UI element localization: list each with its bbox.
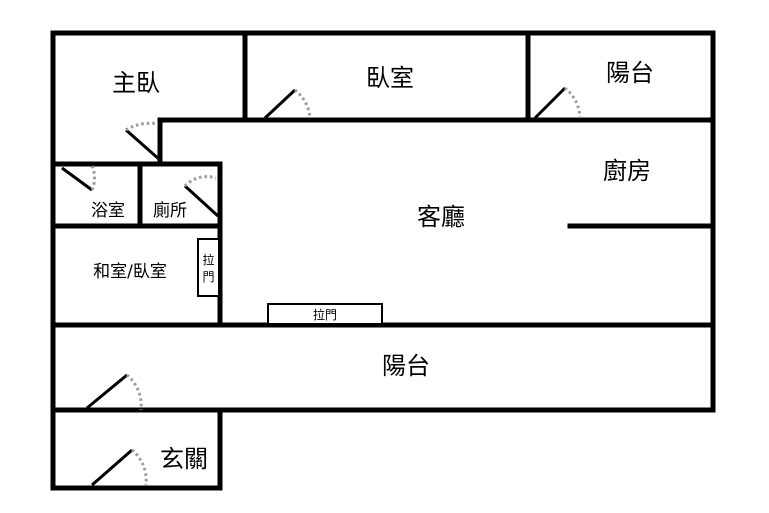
door-entrance [91,448,148,487]
sliding-door-label-top: 拉 [202,252,214,267]
sliding-door-living-room: 拉門 [267,303,383,325]
room-label-master-bedroom: 主臥 [112,69,160,97]
room-label-balcony-bottom: 陽台 [382,352,430,380]
door-bedroom [263,88,312,120]
room-label-bathroom: 浴室 [91,201,125,221]
room-label-toilet: 廁所 [153,200,187,221]
room-label-living-room: 客廳 [417,203,465,231]
room-label-kitchen: 廚房 [603,157,651,185]
room-label-balcony-top: 陽台 [606,59,654,87]
room-label-entrance: 玄關 [160,445,208,473]
outer-walls [50,30,716,491]
room-label-bedroom: 臥室 [366,64,414,92]
room-label-japanese-room: 和室/臥室 [93,262,167,282]
sliding-door-label: 拉門 [313,307,337,322]
sliding-door-label-bottom: 門 [202,270,214,284]
door-balcony-top [533,86,582,120]
door-toilet [183,175,220,218]
door-master-bedroom [125,121,161,162]
sliding-door-japanese-room: 拉 門 [197,238,220,297]
door-bathroom [61,165,97,192]
door-balcony-bottom [86,373,143,411]
